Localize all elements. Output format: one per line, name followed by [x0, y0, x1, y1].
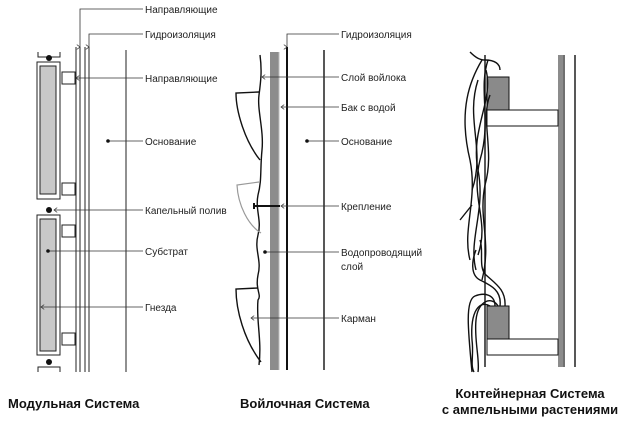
container-system-panel: Контейнерная Система с ампельными растен…	[442, 51, 618, 417]
label-waterproofing: Гидроизоляция	[145, 30, 216, 41]
felt-system-panel: Гидроизоляция Слой войлока Бак с водой О…	[235, 30, 422, 411]
label-fastening: Крепление	[341, 202, 392, 213]
pocket-bottom	[235, 287, 262, 363]
substrate-1	[39, 65, 57, 195]
label-pocket: Карман	[341, 314, 376, 325]
label-drip-irrigation: Капельный полив	[145, 206, 227, 217]
label-waterproofing-felt: Гидроизоляция	[341, 30, 412, 41]
substrate-2	[39, 218, 57, 352]
shelf-top	[486, 109, 559, 127]
pocket-middle	[236, 181, 262, 234]
container-bottom	[486, 305, 510, 340]
label-wicking-line1: Водопроводящий	[341, 248, 422, 259]
felt-layer-outline	[256, 54, 264, 366]
container-wall-gray	[558, 55, 563, 367]
title-modular-system: Модульная Система	[8, 396, 140, 411]
water-tank-band	[270, 52, 279, 370]
trailing-plants-bottom	[467, 239, 506, 373]
label-base: Основание	[145, 137, 197, 148]
label-slots: Гнезда	[145, 303, 177, 314]
guide-block-2	[61, 182, 76, 196]
trailing-plants-top	[459, 51, 501, 281]
label-substrate: Субстрат	[145, 246, 188, 258]
guide-block-1	[61, 71, 76, 85]
label-wicking-line2: слой	[341, 262, 363, 273]
top-bolt	[46, 55, 52, 61]
modular-system-panel: Направляющие Гидроизоляция Направляющие …	[8, 5, 227, 411]
title-felt-system: Войлочная Система	[240, 396, 370, 411]
guide-block-3	[61, 224, 76, 238]
pocket-top	[235, 91, 261, 161]
label-guides-top: Направляющие	[145, 5, 218, 16]
label-felt-layer: Слой войлока	[341, 73, 407, 84]
drip-pipe	[46, 207, 52, 213]
label-water-tank: Бак с водой	[341, 103, 396, 114]
label-guides: Направляющие	[145, 74, 218, 85]
title-container-system-line2: с ампельными растениями	[442, 402, 618, 417]
leader-guides-top	[80, 8, 143, 47]
container-top	[486, 76, 510, 111]
guide-block-4	[61, 332, 76, 346]
shelf-bottom	[486, 338, 559, 356]
leader-waterproofing-felt	[287, 33, 339, 47]
bottom-bolt	[46, 359, 52, 365]
title-container-system-line1: Контейнерная Система	[455, 386, 605, 401]
leader-waterproofing	[89, 33, 143, 47]
bottom-bracket	[37, 366, 61, 372]
label-base-felt: Основание	[341, 137, 393, 148]
